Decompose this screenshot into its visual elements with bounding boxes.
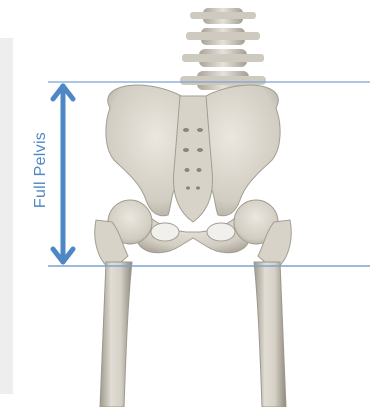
left-obturator-foramen <box>151 223 179 241</box>
right-femur-shaft <box>254 262 286 407</box>
right-femur-head <box>234 200 291 270</box>
sacrum <box>174 96 213 222</box>
right-obturator-foramen <box>207 223 235 241</box>
measurement-label-text: Full Pelvis <box>32 132 50 208</box>
double-headed-vertical-arrow-icon <box>53 86 73 262</box>
left-femur-shaft <box>100 262 132 407</box>
lumbar-spine <box>180 8 266 90</box>
left-femur-head <box>95 200 152 270</box>
